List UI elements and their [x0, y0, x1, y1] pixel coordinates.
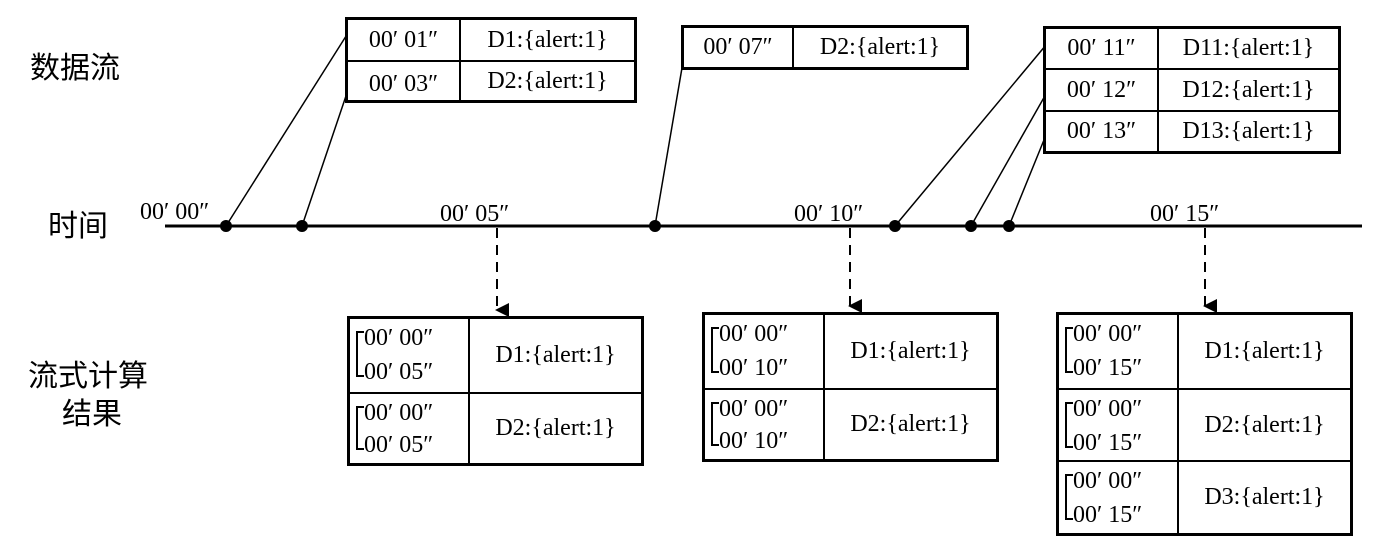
- stream-result-label-line2: 结果: [62, 397, 122, 432]
- result-payload: D1:{alert:1}: [850, 338, 971, 364]
- tick-label-0: 00′ 00″: [140, 199, 210, 225]
- result-row: 00′ 00″ 00′ 10″ D1:{alert:1}: [705, 315, 996, 390]
- bracket-icon: [1065, 402, 1073, 448]
- window-end: 00′ 05″: [364, 432, 434, 458]
- window-range: 00′ 00″ 00′ 05″: [350, 394, 470, 463]
- event-row: 00′ 13″ D13:{alert:1}: [1046, 112, 1338, 151]
- result-row: 00′ 00″ 00′ 05″ D2:{alert:1}: [350, 394, 641, 463]
- bracket-icon: [356, 406, 364, 450]
- window-start: 00′ 00″: [364, 325, 434, 351]
- window-end: 00′ 10″: [719, 355, 789, 381]
- connector-line: [654, 61, 684, 227]
- event-time: 00′ 13″: [1046, 112, 1159, 151]
- window-start: 00′ 00″: [1073, 396, 1143, 422]
- result-row: 00′ 00″ 00′ 15″ D1:{alert:1}: [1059, 315, 1350, 390]
- event-time: 00′ 03″: [348, 62, 461, 100]
- window-range: 00′ 00″ 00′ 05″: [350, 319, 470, 392]
- result-payload: D1:{alert:1}: [1204, 338, 1325, 364]
- result-payload: D2:{alert:1}: [850, 411, 971, 437]
- bracket-icon: [711, 327, 719, 373]
- window-start: 00′ 00″: [1073, 321, 1143, 347]
- window-start: 00′ 00″: [719, 321, 789, 347]
- event-payload: D13:{alert:1}: [1182, 118, 1315, 144]
- window-start: 00′ 00″: [1073, 468, 1143, 494]
- event-row: 00′ 03″ D2:{alert:1}: [348, 62, 634, 100]
- event-payload: D2:{alert:1}: [819, 34, 941, 60]
- event-box-group3: 00′ 11″ D11:{alert:1} 00′ 12″ D12:{alert…: [1043, 26, 1341, 154]
- tick-label-15: 00′ 15″: [1150, 201, 1220, 227]
- result-row: 00′ 00″ 00′ 15″ D2:{alert:1}: [1059, 390, 1350, 462]
- connector-line: [894, 44, 1047, 227]
- time-label: 时间: [48, 209, 108, 244]
- result-payload: D2:{alert:1}: [1204, 411, 1325, 438]
- event-dot: [649, 220, 661, 232]
- event-row: 00′ 12″ D12:{alert:1}: [1046, 70, 1338, 112]
- event-dot: [889, 220, 901, 232]
- event-dot: [220, 220, 232, 232]
- result-box-10s: 00′ 00″ 00′ 10″ D1:{alert:1} 00′ 00″ 00′…: [702, 312, 999, 462]
- window-start: 00′ 00″: [719, 396, 789, 422]
- window-range: 00′ 00″ 00′ 15″: [1059, 315, 1179, 388]
- result-payload: D2:{alert:1}: [495, 415, 616, 441]
- event-row: 00′ 07″ D2:{alert:1}: [684, 28, 966, 67]
- result-row: 00′ 00″ 00′ 15″ D3:{alert:1}: [1059, 462, 1350, 533]
- tick-label-5: 00′ 05″: [440, 201, 510, 227]
- window-end: 00′ 05″: [364, 359, 434, 385]
- event-dot: [965, 220, 977, 232]
- event-row: 00′ 11″ D11:{alert:1}: [1046, 29, 1338, 70]
- event-time: 00′ 01″: [348, 20, 461, 60]
- window-range: 00′ 00″ 00′ 10″: [705, 315, 825, 388]
- connector-line: [301, 89, 349, 227]
- event-time: 00′ 12″: [1046, 70, 1159, 110]
- event-dot: [1003, 220, 1015, 232]
- stream-result-label-line1: 流式计算: [28, 359, 148, 394]
- event-payload: D11:{alert:1}: [1182, 35, 1315, 61]
- result-row: 00′ 00″ 00′ 10″ D2:{alert:1}: [705, 390, 996, 459]
- event-time: 00′ 07″: [684, 28, 794, 67]
- window-range: 00′ 00″ 00′ 10″: [705, 390, 825, 459]
- data-stream-label: 数据流: [30, 51, 120, 86]
- event-dot: [296, 220, 308, 232]
- event-payload: D2:{alert:1}: [487, 67, 608, 94]
- window-range: 00′ 00″ 00′ 15″: [1059, 390, 1179, 460]
- result-payload: D1:{alert:1}: [495, 342, 616, 368]
- bracket-icon: [356, 331, 364, 377]
- connector-line: [970, 93, 1047, 227]
- window-end: 00′ 15″: [1073, 502, 1143, 528]
- bracket-icon: [1065, 474, 1073, 520]
- result-box-15s: 00′ 00″ 00′ 15″ D1:{alert:1} 00′ 00″ 00′…: [1056, 312, 1353, 536]
- window-range: 00′ 00″ 00′ 15″: [1059, 462, 1179, 533]
- event-row: 00′ 01″ D1:{alert:1}: [348, 20, 634, 62]
- connector-line: [1008, 134, 1047, 227]
- window-end: 00′ 15″: [1073, 355, 1143, 381]
- event-payload: D12:{alert:1}: [1182, 76, 1315, 103]
- event-box-group1: 00′ 01″ D1:{alert:1} 00′ 03″ D2:{alert:1…: [345, 17, 637, 103]
- result-box-5s: 00′ 00″ 00′ 05″ D1:{alert:1} 00′ 00″ 00′…: [347, 316, 644, 466]
- result-payload: D3:{alert:1}: [1204, 484, 1325, 510]
- bracket-icon: [711, 402, 719, 446]
- bracket-icon: [1065, 327, 1073, 373]
- window-end: 00′ 10″: [719, 428, 789, 454]
- connector-line: [225, 32, 349, 227]
- event-box-group2: 00′ 07″ D2:{alert:1}: [681, 25, 969, 70]
- result-row: 00′ 00″ 00′ 05″ D1:{alert:1}: [350, 319, 641, 394]
- event-payload: D1:{alert:1}: [487, 26, 608, 53]
- tick-label-10: 00′ 10″: [794, 201, 864, 227]
- event-time: 00′ 11″: [1046, 29, 1159, 68]
- window-end: 00′ 15″: [1073, 430, 1143, 456]
- window-start: 00′ 00″: [364, 400, 434, 426]
